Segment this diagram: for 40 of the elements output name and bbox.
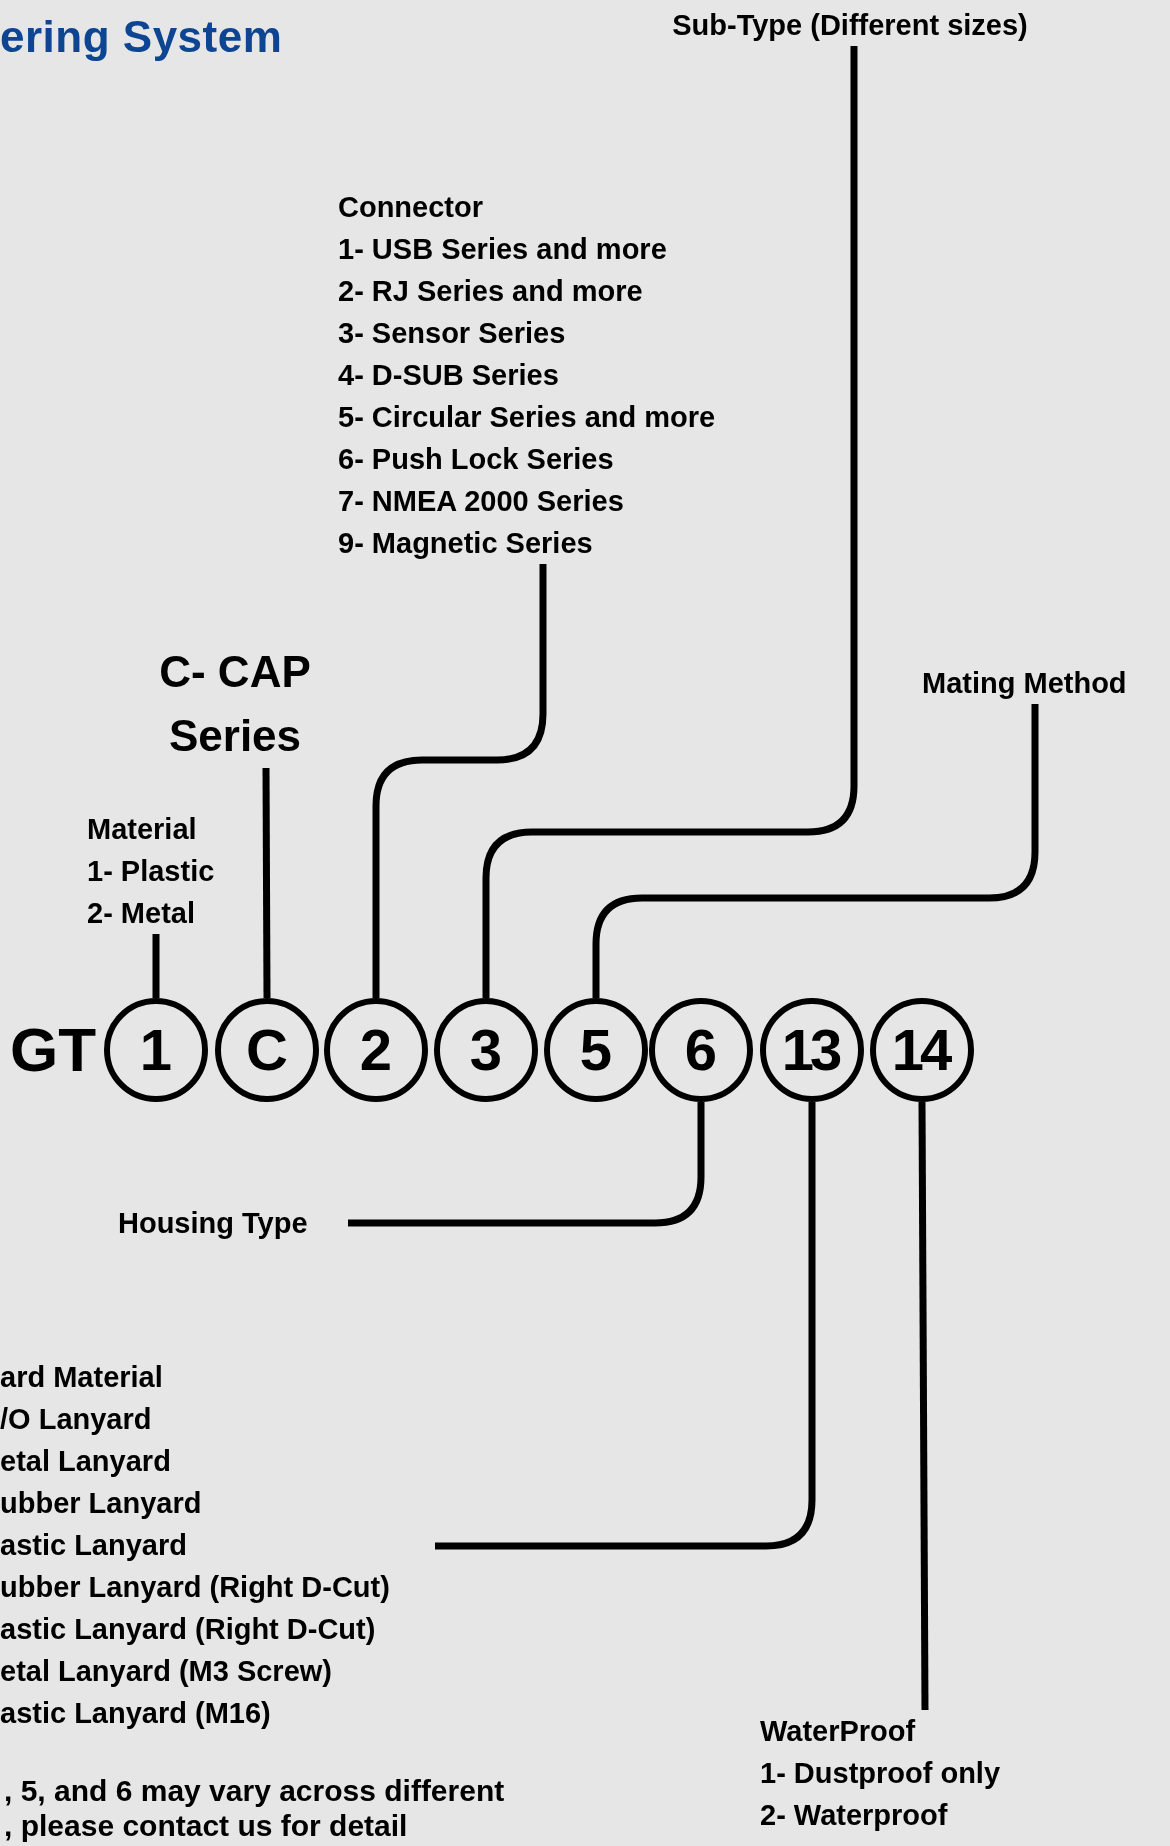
option-item: etal Lanyard <box>0 1444 171 1479</box>
code-digit-circle: 1 <box>104 998 208 1102</box>
option-item: 1- Plastic <box>87 854 215 889</box>
option-heading: Material <box>87 812 197 847</box>
option-item: 9- Magnetic Series <box>338 526 593 561</box>
code-digit-circle: 2 <box>324 998 428 1102</box>
code-digit-circle: 5 <box>544 998 648 1102</box>
option-item: ubber Lanyard (Right D-Cut) <box>0 1570 390 1605</box>
option-item: /O Lanyard <box>0 1402 152 1437</box>
option-heading: WaterProof <box>760 1714 916 1749</box>
option-item: 2- RJ Series and more <box>338 274 643 309</box>
option-item: 1- USB Series and more <box>338 232 667 267</box>
option-item: etal Lanyard (M3 Screw) <box>0 1654 332 1689</box>
code-digit-circle: 3 <box>434 998 538 1102</box>
option-heading: ard Material <box>0 1360 163 1395</box>
note-text: , 5, and 6 may vary across different <box>4 1773 505 1809</box>
title: ering System <box>0 12 283 62</box>
option-item: 1- Dustproof only <box>760 1756 1001 1791</box>
option-item: astic Lanyard <box>0 1528 187 1563</box>
option-item: ubber Lanyard <box>0 1486 202 1521</box>
code-digit-circle: 14 <box>870 998 974 1102</box>
option-item: astic Lanyard (Right D-Cut) <box>0 1612 376 1647</box>
option-item: 5- Circular Series and more <box>338 400 716 435</box>
option-item: 3- Sensor Series <box>338 316 566 351</box>
option-item: 7- NMEA 2000 Series <box>338 484 624 519</box>
code-digit-circle: 13 <box>760 998 864 1102</box>
code-prefix: GT <box>10 1014 97 1086</box>
option-heading: Connector <box>338 190 483 225</box>
option-item: astic Lanyard (M16) <box>0 1696 271 1731</box>
option-label: Housing Type <box>118 1202 348 1244</box>
option-label: Mating Method <box>922 662 1162 704</box>
code-digit-circle: C <box>215 998 319 1102</box>
code-digit-circle: 6 <box>649 998 753 1102</box>
note-text: , please contact us for detail <box>4 1808 408 1844</box>
option-item: 2- Metal <box>87 896 195 931</box>
option-label: Sub-Type (Different sizes) <box>640 4 1060 46</box>
option-label: C- CAP Series <box>140 640 330 768</box>
option-item: 2- Waterproof <box>760 1798 948 1833</box>
option-item: 4- D-SUB Series <box>338 358 559 393</box>
option-item: 6- Push Lock Series <box>338 442 614 477</box>
